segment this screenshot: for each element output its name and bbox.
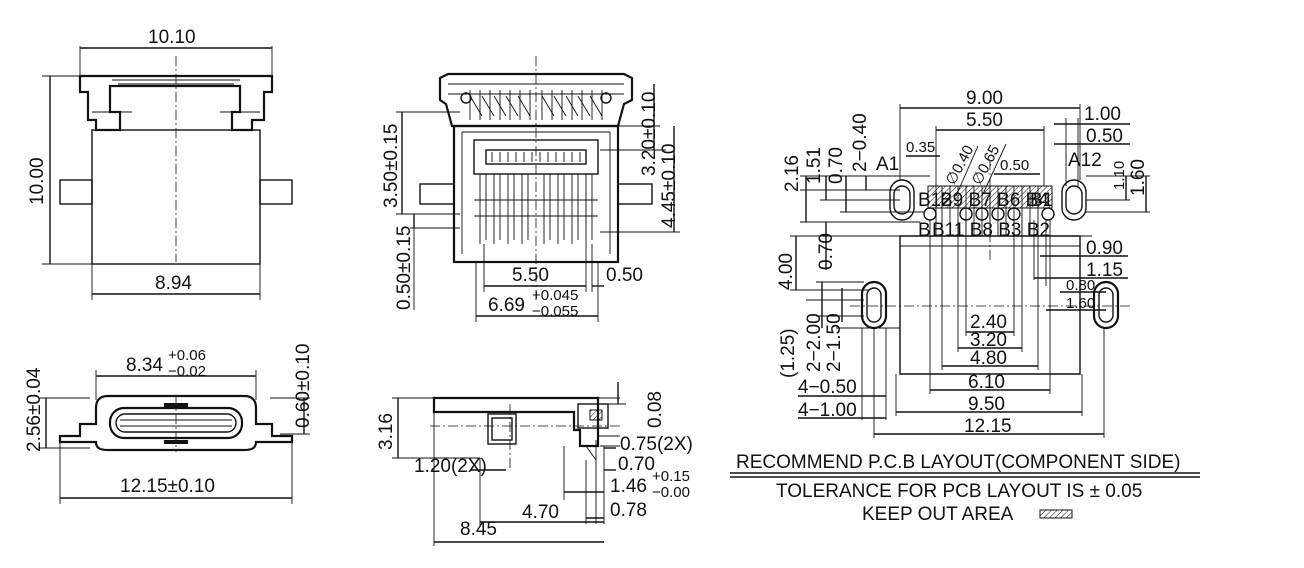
pcb-pin-labels-bottom: B11 B8 B3 B2	[932, 220, 1050, 241]
dim-right-1: 3.20±0.10	[639, 92, 660, 176]
pcb-v-0-70b: 0.70	[816, 233, 837, 270]
keepout-note: KEEP OUT AREA	[862, 504, 1014, 525]
side-dim-3-minus: −0.00	[652, 484, 690, 501]
front-view: 8.34 +0.06 −0.02 2.56±0.04 0.60±0.10 12.…	[24, 344, 314, 504]
pcb-h-0-80: 0.80	[1066, 277, 1095, 294]
side-view: 3.16 0.08 0.75(2X) 0.70 1.46 +0.15 −0.00…	[376, 382, 693, 546]
pcb-h-4-050: 4−0.50	[798, 377, 857, 398]
pcb-w-9-00: 9.00	[966, 88, 1003, 109]
center-top-view: 3.50±0.15 0.50±0.15 3.20±0.10 4.45±0.10 …	[381, 56, 680, 322]
keepout-swatch	[1039, 509, 1073, 519]
pcb-pin-labels-top: B9 B7 B6 B4	[940, 190, 1049, 211]
pcb-v-2-16: 2.16	[782, 155, 803, 192]
top-width-label: 10.10	[148, 27, 196, 48]
dim-left-1: 3.50±0.15	[381, 124, 402, 208]
tolerance-note: TOLERANCE FOR PCB LAYOUT IS ± 0.05	[776, 481, 1142, 502]
pcb-v-1-25: (1.25)	[778, 328, 799, 378]
pcb-v-2-040: 2−0.40	[850, 113, 871, 172]
side-dim-2: 0.70	[618, 454, 655, 475]
pcb-v-2-150: 2−1.50	[824, 313, 845, 372]
pcb-v-1-51: 1.51	[804, 147, 825, 184]
pcb-h-1-60: 1.60	[1066, 295, 1095, 312]
pcb-v-4-00: 4.00	[776, 253, 797, 290]
pcb-h-9-50: 9.50	[968, 394, 1005, 415]
pcb-d-0-50b: 0.50	[1000, 157, 1029, 174]
front-width-label: 8.34	[126, 355, 163, 376]
pcb-v-2-200: 2−2.00	[804, 313, 825, 372]
pcb-layout: A1 A12 B12 B9 B7 B6 B4 B1 B B11 B8 B3 B2…	[776, 88, 1150, 438]
pcb-layout-title: RECOMMEND P.C.B LAYOUT(COMPONENT SIDE)	[736, 452, 1180, 473]
side-dim-5: 4.70	[522, 502, 559, 523]
bottom-width-label: 8.94	[155, 273, 192, 294]
pcb-label-a12: A12	[1068, 150, 1102, 171]
shell-contacts	[469, 90, 603, 120]
side-height-label: 3.16	[376, 413, 397, 450]
dim-left-2: 0.50±0.15	[394, 226, 415, 310]
pin-array	[474, 174, 598, 244]
dim-bottom-1: 5.50	[512, 265, 549, 286]
notes: RECOMMEND P.C.B LAYOUT(COMPONENT SIDE) T…	[730, 452, 1200, 525]
pcb-h-1-15: 1.15	[1086, 260, 1123, 281]
dim-bottom-3: 6.69	[488, 295, 525, 316]
pcb-h-0-90: 0.90	[1086, 238, 1123, 259]
side-dim-1: 0.75(2X)	[620, 434, 693, 455]
pcb-w-5-50: 5.50	[966, 110, 1003, 131]
front-height-label: 2.56±0.04	[24, 367, 45, 452]
dim-bottom-3-plus: +0.045	[532, 287, 578, 304]
dim-right-2: 4.45±0.10	[659, 144, 680, 228]
pcb-d-0-35: 0.35	[906, 139, 935, 156]
pcb-h-6-10: 6.10	[968, 372, 1005, 393]
front-width-tol-minus: −0.02	[168, 363, 206, 380]
top-view: 10.10 10.00 8.94	[27, 27, 293, 300]
pcb-label-b12: B12	[918, 190, 952, 211]
pcb-w-1-00: 1.00	[1084, 104, 1121, 125]
side-dim-7: 1.20(2X)	[414, 456, 487, 477]
pcb-h-4-100: 4−1.00	[798, 400, 857, 421]
side-top-right-label: 0.08	[645, 391, 666, 428]
side-dim-3-plus: +0.15	[652, 468, 690, 485]
pcb-h-12-15: 12.15	[964, 416, 1012, 437]
side-dim-3: 1.46	[610, 476, 647, 497]
pcb-label-a1: A1	[876, 154, 899, 175]
dim-bottom-3-minus: −0.055	[532, 303, 578, 320]
pcb-v-0-70a: 0.70	[826, 147, 847, 184]
pcb-v-1-60: 1.60	[1128, 159, 1149, 196]
left-height-label: 10.00	[27, 157, 48, 205]
pcb-h-2-40: 2.40	[970, 312, 1007, 333]
pcb-label-b-left: B	[918, 220, 931, 241]
pcb-h-4-80: 4.80	[970, 348, 1007, 369]
pcb-label-b1: B1	[1030, 190, 1053, 211]
pcb-h-3-20: 3.20	[970, 330, 1007, 351]
front-right-height-label: 0.60±0.10	[293, 344, 314, 428]
front-width-tol-plus: +0.06	[168, 347, 206, 364]
side-dim-6: 8.45	[460, 519, 497, 540]
side-dim-4: 0.78	[610, 500, 647, 521]
pcb-w-0-50a: 0.50	[1086, 126, 1123, 147]
front-bottom-width-label: 12.15±0.10	[120, 476, 215, 497]
pcb-v-1-10: 1.10	[1111, 161, 1128, 190]
dim-bottom-2: 0.50	[606, 265, 643, 286]
